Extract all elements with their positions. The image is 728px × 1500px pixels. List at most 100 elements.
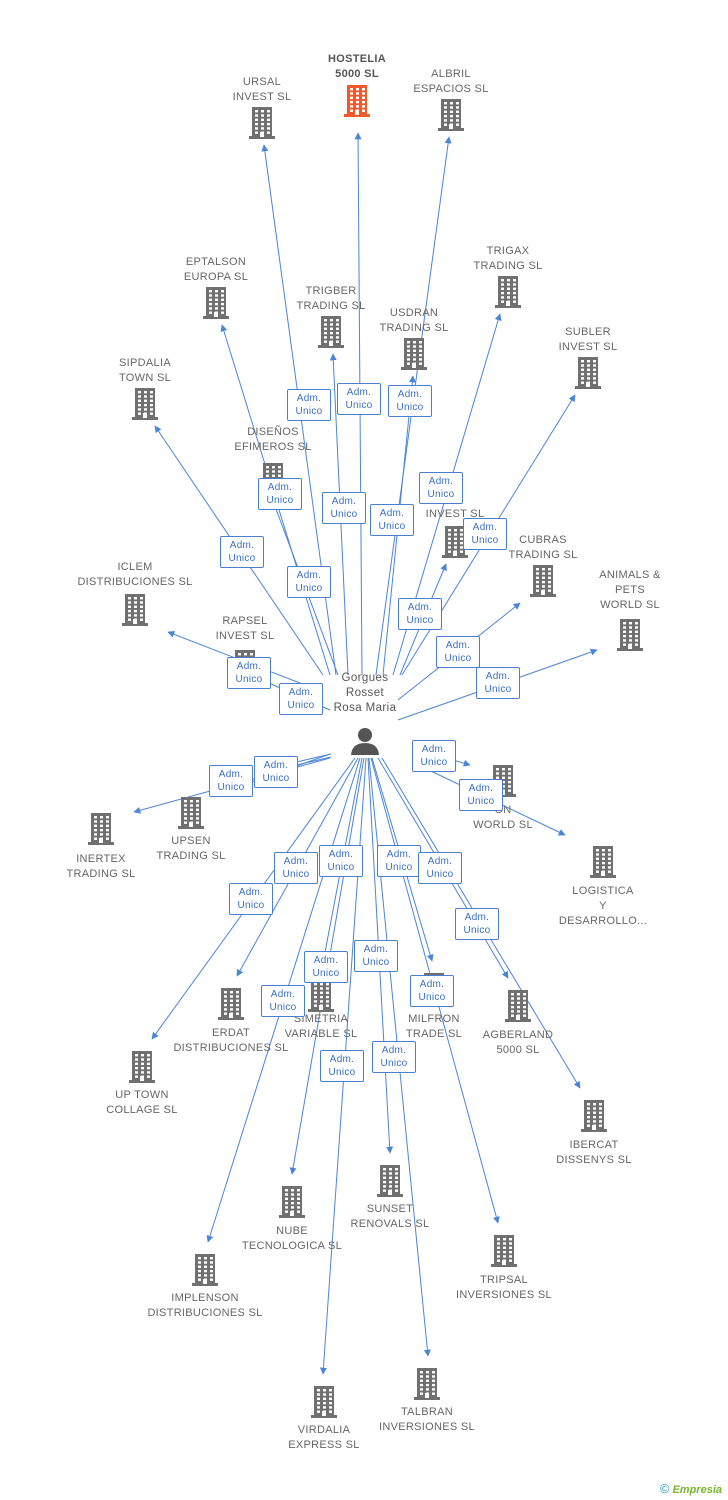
role-badge[interactable]: Adm.Unico [287,566,331,598]
role-badge-text: Adm. [238,887,264,898]
company-name-line: SIMETRIA [293,1013,349,1025]
person-icon [351,728,379,755]
company-name-line: TRADING SL [508,549,578,561]
role-badge[interactable]: Adm. Unico [258,478,302,510]
role-badge[interactable]: Adm.Unico [463,518,507,550]
role-badge[interactable]: Adm.Unico [274,852,318,884]
role-badge[interactable]: Adm.Unico [377,845,421,877]
person-node[interactable]: Gorgues Rosset Rosa Maria [305,671,425,756]
company-name-line: RENOVALS SL [350,1218,430,1230]
role-badge-text: Adm. [328,849,354,860]
role-badge-text: Adm. [263,760,289,771]
role-badge-text: Adm. [313,955,339,966]
role-badge[interactable]: Adm.Unico [322,492,366,524]
role-badge[interactable]: Adm.Unico [354,940,398,972]
role-badge-text: Unico [237,900,265,911]
company-name-line: TRADING SL [296,300,366,312]
company-name-line: AGBERLAND [482,1029,554,1041]
company-name-line: MILFRON [408,1013,460,1025]
company-label: CUBRAS TRADING SL [463,533,623,563]
role-badge[interactable]: Adm.Unico [209,765,253,797]
role-badge[interactable]: Adm.Unico [419,472,463,504]
company-name-line: ERDAT [212,1027,250,1039]
role-badge[interactable]: Adm.Unico [319,845,363,877]
role-badge[interactable]: Adm. Unico [304,951,348,983]
role-badge[interactable]: Adm.Unico [398,598,442,630]
company-trigax[interactable]: TRIGAX TRADING SL [428,244,588,308]
role-badge-text: Unico [287,700,315,711]
role-badge[interactable]: Adm.Unico [227,657,271,689]
role-badge[interactable]: Adm. Unico [229,883,273,915]
role-badge-text: Adm. [386,849,412,860]
role-badge-text: Adm. [329,1054,355,1065]
role-badge[interactable]: Adm.Unico [337,383,381,415]
role-badge[interactable]: Adm.Unico [459,779,503,811]
role-badge[interactable]: Adm.Unico [476,667,520,699]
role-badge-text: Unico [444,653,472,664]
company-name-line: LOGISTICA [572,885,634,897]
company-name-line: CUBRAS [519,534,567,546]
company-label: TRIGAX TRADING SL [428,244,588,274]
role-badge-text: Adm. [270,989,296,1000]
role-badge-text: Adm. [379,508,405,519]
role-badge[interactable]: Adm.Unico [388,385,432,417]
role-badge[interactable]: Adm.Unico [436,636,480,668]
role-badge[interactable]: Adm.Unico [287,389,331,421]
role-badge[interactable]: Adm.Unico [370,504,414,536]
company-sunset[interactable]: SUNSET RENOVALS SL [310,1163,470,1232]
company-name-line: TRADING SL [473,260,543,272]
building-icon [203,287,229,319]
role-badge[interactable]: Adm.Unico [418,852,462,884]
role-badge-text: Adm. [267,482,293,493]
role-badge[interactable]: Adm.Unico [410,975,454,1007]
company-name-line: SUNSET [366,1203,414,1215]
role-badge[interactable]: Adm.Unico [455,908,499,940]
role-badge[interactable]: Adm.Unico [320,1050,364,1082]
role-badge[interactable]: Adm.Unico [372,1041,416,1073]
role-badge[interactable]: Adm.Unico [412,740,456,772]
company-name-line: TRIGAX [486,245,530,257]
role-badge[interactable]: Adm.Unico [254,756,298,788]
building-icon [530,565,556,597]
role-badge[interactable]: Adm.Unico [220,536,264,568]
role-badge-text: Unico [266,495,294,506]
role-badge[interactable]: Adm.Unico [279,683,323,715]
company-name-line: VIRDALIA [297,1424,351,1436]
role-badge-text: Adm. [428,476,454,487]
role-badge-text: Adm. [464,912,490,923]
company-xinvest[interactable]: XINVEST SL [375,492,535,558]
role-badge[interactable]: Adm.Unico [261,985,305,1017]
company-cubras[interactable]: CUBRAS TRADING SL [463,533,623,597]
role-badge-text: Adm. [229,540,255,551]
role-badge-text: Unico [312,968,340,979]
company-name-line: TOWN SL [118,372,171,384]
building-icon [401,338,427,370]
